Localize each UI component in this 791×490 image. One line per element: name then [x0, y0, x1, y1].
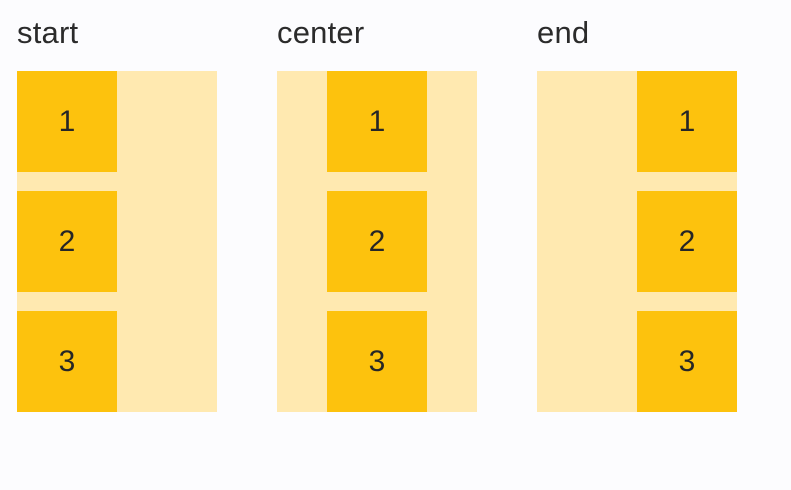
demo-container-center: 1 2 3 — [277, 71, 477, 412]
demo-container-start: 1 2 3 — [17, 71, 217, 412]
demo-item: 2 — [17, 191, 117, 292]
example-column-end: end 1 2 3 — [537, 13, 737, 412]
demo-item: 3 — [17, 311, 117, 412]
demo-item: 2 — [327, 191, 427, 292]
demo-item: 1 — [17, 71, 117, 172]
column-label-end: end — [537, 15, 590, 50]
example-column-start: start 1 2 3 — [17, 13, 217, 412]
alignment-demo-row: start 1 2 3 center 1 2 3 end 1 2 3 — [17, 13, 737, 412]
demo-item: 3 — [327, 311, 427, 412]
example-column-center: center 1 2 3 — [277, 13, 477, 412]
demo-item: 1 — [327, 71, 427, 172]
column-label-start: start — [17, 15, 79, 50]
demo-item: 2 — [637, 191, 737, 292]
demo-container-end: 1 2 3 — [537, 71, 737, 412]
column-label-center: center — [277, 15, 365, 50]
demo-item: 1 — [637, 71, 737, 172]
demo-item: 3 — [637, 311, 737, 412]
